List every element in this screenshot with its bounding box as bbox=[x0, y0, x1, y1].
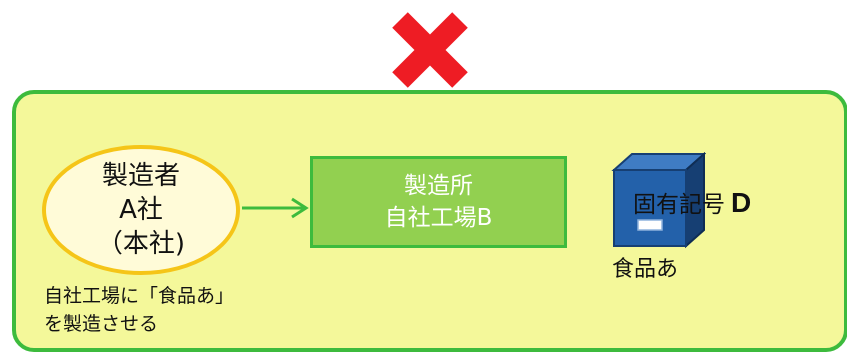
factory-name: 自社工場B bbox=[384, 205, 493, 231]
arrow-right-icon bbox=[242, 197, 309, 219]
maker-ellipse bbox=[42, 145, 240, 275]
cabinet-icon bbox=[611, 152, 706, 249]
food-name: 食品あ bbox=[612, 257, 679, 282]
maker-headquarters: （本社) bbox=[96, 229, 186, 259]
maker-role: 製造者 bbox=[101, 161, 180, 191]
unique-id-letter: D bbox=[731, 187, 752, 218]
maker-company: A社 bbox=[119, 195, 163, 225]
factory-box: 製造所 自社工場B bbox=[310, 156, 567, 248]
unique-id-text: 固有記号 bbox=[633, 192, 725, 218]
note-line-2: を製造させる bbox=[44, 313, 159, 335]
factory-role: 製造所 bbox=[404, 173, 473, 199]
note-line-1: 自社工場に「食品あ」 bbox=[44, 285, 235, 307]
maker-label: 製造者 A社 （本社) bbox=[42, 145, 240, 275]
cross-stroke-2 bbox=[392, 12, 468, 88]
cross-mark-icon bbox=[392, 12, 468, 88]
manufacturing-note: 自社工場に「食品あ」 を製造させる bbox=[44, 282, 234, 338]
